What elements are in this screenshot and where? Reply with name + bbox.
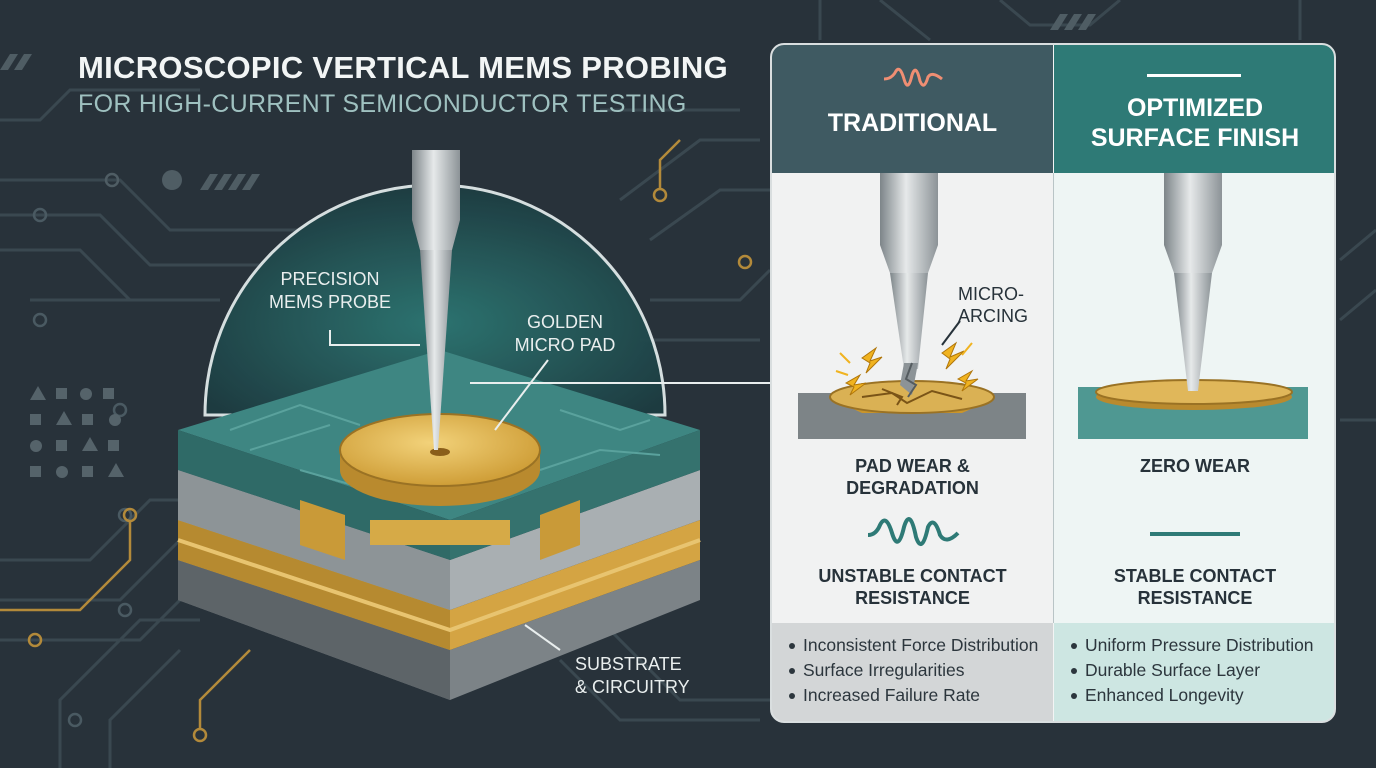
substrate-callout: SUBSTRATE & CIRCUITRY — [575, 653, 690, 699]
optimized-result: ZERO WEAR — [1054, 455, 1334, 477]
traditional-bullet-2: Surface Irregularities — [789, 658, 1053, 683]
optimized-result-line1: ZERO WEAR — [1140, 456, 1250, 476]
page-title: MICROSCOPIC VERTICAL MEMS PROBING — [78, 50, 729, 85]
substrate-callout-line1: SUBSTRATE — [575, 654, 682, 674]
substrate-callout-line2: & CIRCUITRY — [575, 677, 690, 697]
probe-callout-line1: PRECISION — [280, 269, 380, 289]
traditional-illustration — [798, 173, 1026, 439]
optimized-contact: STABLE CONTACT RESISTANCE — [1054, 565, 1334, 609]
micro-arcing-line1: MICRO- — [958, 284, 1024, 304]
optimized-bullet-2: Durable Surface Layer — [1071, 658, 1334, 683]
traditional-bullet-3: Increased Failure Rate — [789, 683, 1053, 708]
optimized-bullets: Uniform Pressure Distribution Durable Su… — [1054, 623, 1334, 721]
comparison-panel: TRADITIONAL OPTIMIZED SURFACE FINISH — [770, 43, 1336, 723]
optimized-contact-line2: RESISTANCE — [1137, 588, 1253, 608]
probe-callout-line2: MEMS PROBE — [268, 292, 392, 312]
micro-arcing-line2: ARCING — [958, 306, 1029, 326]
traditional-header: TRADITIONAL — [772, 45, 1053, 173]
traditional-contact: UNSTABLE CONTACT RESISTANCE — [772, 565, 1053, 609]
traditional-bullets: Inconsistent Force Distribution Surface … — [772, 623, 1053, 721]
optimized-illustration — [1078, 173, 1308, 439]
pad-callout: GOLDEN MICRO PAD — [500, 311, 630, 357]
optimized-heading-line1: OPTIMIZED — [1126, 94, 1264, 122]
traditional-result-line1: PAD WEAR & — [855, 456, 970, 476]
micro-arcing-label: MICRO- ARCING — [958, 283, 1028, 327]
optimized-header: OPTIMIZED SURFACE FINISH — [1054, 45, 1334, 173]
flat-line-icon — [1147, 74, 1241, 77]
optimized-bullet-3: Enhanced Longevity — [1071, 683, 1334, 708]
optimized-contact-line1: STABLE CONTACT — [1113, 566, 1277, 586]
traditional-bullet-1: Inconsistent Force Distribution — [789, 633, 1053, 658]
traditional-contact-line2: RESISTANCE — [855, 588, 970, 608]
probe-callout: PRECISION MEMS PROBE — [265, 268, 395, 314]
unstable-wave-icon — [867, 517, 960, 547]
traditional-contact-line1: UNSTABLE CONTACT — [818, 566, 1007, 586]
traditional-result: PAD WEAR & DEGRADATION — [772, 455, 1053, 499]
column-divider — [1053, 173, 1054, 623]
optimized-bullet-1: Uniform Pressure Distribution — [1071, 633, 1334, 658]
traditional-result-line2: DEGRADATION — [846, 478, 979, 498]
probe-illustration — [177, 150, 770, 700]
stable-line-icon — [1150, 532, 1240, 536]
page-subtitle: FOR HIGH-CURRENT SEMICONDUCTOR TESTING — [78, 90, 687, 118]
optimized-heading-line2: SURFACE FINISH — [1090, 124, 1300, 152]
wave-icon — [883, 67, 943, 87]
traditional-heading: TRADITIONAL — [827, 109, 998, 137]
pad-callout-line1: GOLDEN — [526, 312, 604, 332]
pad-callout-line2: MICRO PAD — [514, 335, 616, 355]
